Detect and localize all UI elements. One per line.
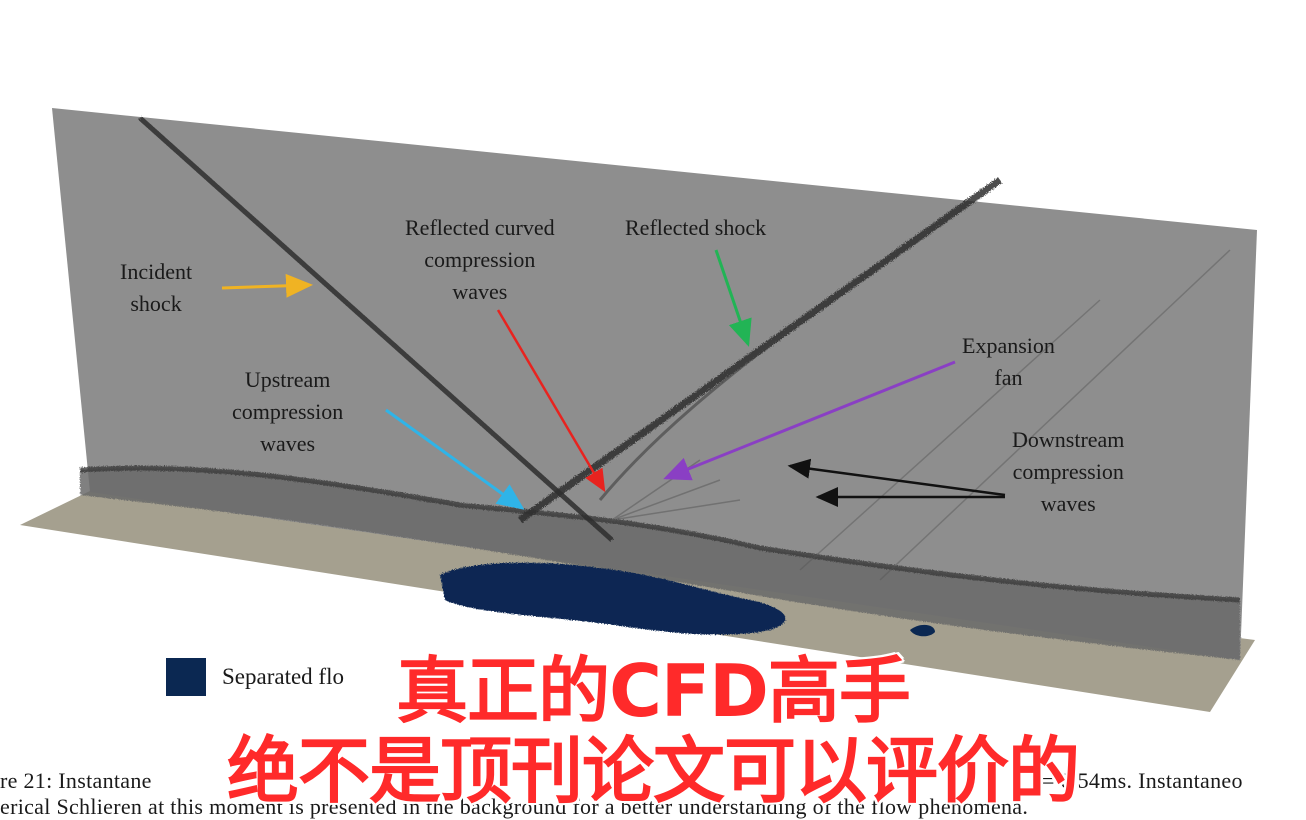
separated-flow-region	[440, 562, 786, 635]
boundary-layer	[80, 468, 1240, 660]
upstream-arrow	[385, 408, 525, 510]
overlay-subtitle-1: 真正的CFD高手	[395, 648, 913, 735]
reflected-shock-line	[517, 177, 1003, 523]
label-line: Upstream	[244, 367, 331, 392]
label-line: waves	[260, 431, 316, 456]
label-line: Incident	[120, 259, 193, 284]
legend-label: Separated flo	[222, 664, 344, 689]
upstream-label: Upstream compression waves	[232, 364, 343, 460]
caption-line-2: erical Schlieren at this moment is prese…	[0, 794, 1029, 819]
reflected-shock-label: Reflected shock	[625, 212, 766, 244]
incident-shock-label: Incident shock	[120, 256, 192, 320]
label-line: compression	[232, 399, 344, 424]
label-line: compression	[1012, 459, 1124, 484]
label-line: Downstream	[1012, 427, 1125, 452]
label-line: compression	[424, 247, 536, 272]
downstream-wave-lines	[799, 249, 1231, 581]
label-line: waves	[452, 279, 508, 304]
label-line: waves	[1040, 491, 1096, 516]
legend-swatch	[166, 658, 206, 696]
downstream-label: Downstream compression waves	[1012, 424, 1124, 520]
downstream-arrow-1	[787, 458, 1006, 497]
reflected-curved-label: Reflected curved compression waves	[405, 212, 555, 308]
expansion-fan-label: Expansion fan	[962, 330, 1055, 394]
label-line: shock	[130, 291, 182, 316]
label-line: Reflected shock	[625, 215, 767, 240]
separated-flow-fragment	[910, 624, 935, 637]
caption-left: re 21: Instantane	[0, 768, 152, 793]
caption-line-1: re 21: Instantane = 0.54ms. Instantaneo	[0, 768, 1242, 794]
overlay-subtitle-2: 绝不是顶刊论文可以评价的	[225, 728, 1081, 815]
reflected-shock-arrow	[714, 249, 752, 347]
label-line: Expansion	[962, 333, 1055, 358]
reflected-curved-arrow	[496, 309, 606, 493]
label-line: fan	[994, 365, 1023, 390]
caption-right: = 0.54ms. Instantaneo	[1042, 768, 1243, 793]
expansion-arrow	[663, 360, 956, 481]
label-line: Reflected curved	[405, 215, 555, 240]
boundary-layer-edge	[79, 465, 1241, 603]
incident-arrow	[221, 273, 313, 298]
incident-shock-line	[138, 116, 614, 542]
reflected-curved-compression	[598, 298, 831, 501]
